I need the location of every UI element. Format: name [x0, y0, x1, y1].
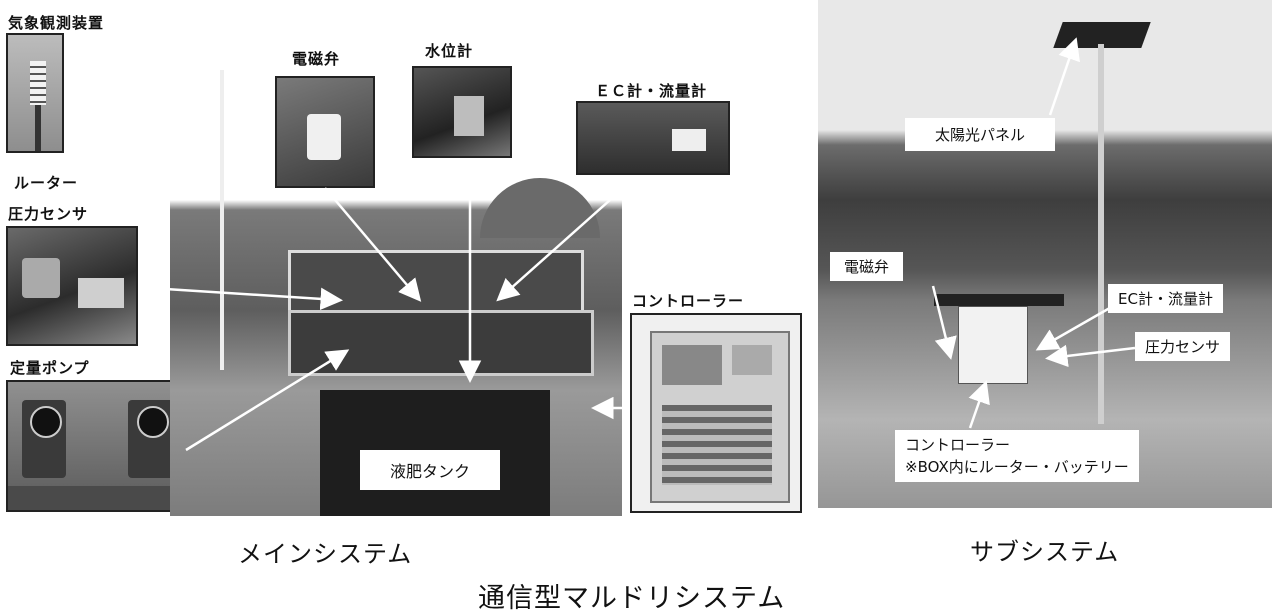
label-controller-sub-line1: コントローラー [905, 436, 1011, 454]
label-pressure-sensor-main: 圧力センサ [8, 205, 89, 223]
label-dosing-pump: 定量ポンプ [10, 359, 90, 377]
pressure-sensor-photo [6, 226, 138, 346]
caption-main-system: メインシステム [238, 540, 413, 568]
label-solenoid-valve-sub: 電磁弁 [830, 252, 904, 281]
ec-flow-photo [576, 101, 730, 175]
controller-photo [630, 313, 802, 513]
water-level-photo [412, 66, 512, 158]
caption-sub-system: サブシステム [970, 538, 1120, 566]
label-solar-panel: 太陽光パネル [905, 118, 1056, 151]
solenoid-valve-photo [275, 76, 375, 188]
label-pressure-sensor-sub: 圧力センサ [1135, 332, 1231, 361]
weather-station-photo [6, 33, 64, 153]
label-solenoid-valve-main: 電磁弁 [292, 50, 341, 68]
label-weather-station: 気象観測装置 [8, 14, 105, 32]
main-system-photo [170, 60, 622, 516]
label-fertilizer-tank: 液肥タンク [360, 450, 501, 490]
label-controller-sub-line2: ※BOX内にルーター・バッテリー [905, 458, 1129, 476]
label-router: ルーター [14, 174, 79, 192]
label-controller-main: コントローラー [632, 292, 745, 310]
caption-overall-title: 通信型マルドリシステム [478, 583, 786, 614]
label-ec-flow-main: ＥＣ計・流量計 [595, 82, 708, 100]
label-controller-sub: コントローラー ※BOX内にルーター・バッテリー [895, 430, 1139, 482]
label-ec-flow-sub: EC計・流量計 [1108, 284, 1223, 313]
dosing-pump-photo [6, 380, 186, 512]
label-water-level: 水位計 [425, 42, 474, 60]
